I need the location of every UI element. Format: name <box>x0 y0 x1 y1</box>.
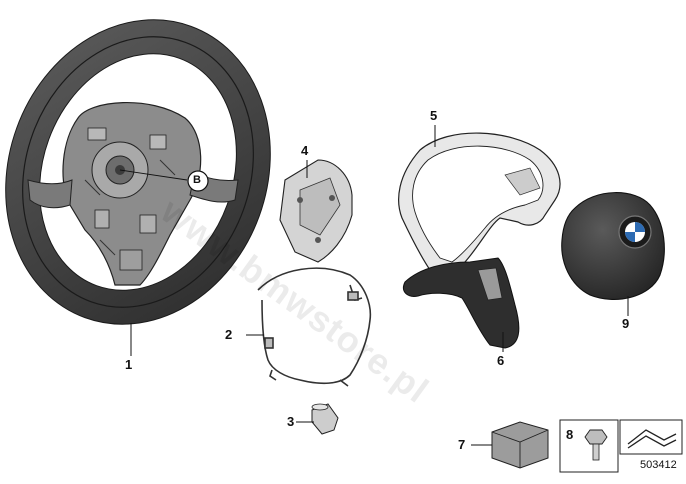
plug-part <box>296 403 339 435</box>
trim-frame <box>398 125 561 276</box>
part-label-8: 8 <box>566 427 574 442</box>
part-label-1: 1 <box>125 357 133 372</box>
part-label-6: 6 <box>497 353 505 368</box>
callout-marker-b: B <box>193 174 201 186</box>
bolt-box <box>559 419 619 473</box>
part-label-9: 9 <box>622 316 630 331</box>
bracket-part <box>279 159 353 263</box>
part-label-2: 2 <box>225 327 233 342</box>
wiring-harness <box>246 267 372 387</box>
lower-trim <box>403 257 520 352</box>
part-label-3: 3 <box>287 414 295 429</box>
document-symbol-box <box>619 419 683 455</box>
part-label-5: 5 <box>430 108 438 123</box>
part-label-7: 7 <box>458 437 466 452</box>
airbag-module <box>561 192 665 316</box>
steering-wheel <box>5 19 271 325</box>
document-number: 503412 <box>640 459 677 471</box>
block-part <box>471 421 549 469</box>
callout-circle <box>187 170 209 192</box>
part-label-4: 4 <box>301 143 309 158</box>
